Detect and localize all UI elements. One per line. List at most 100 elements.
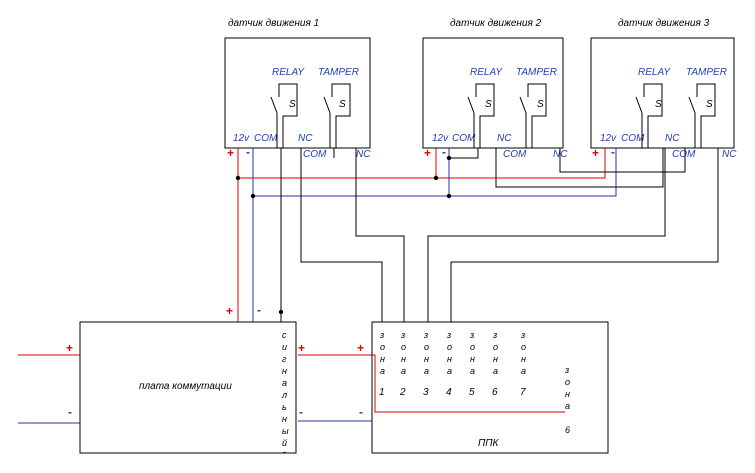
board-label: плата коммутации — [139, 381, 232, 392]
tamper-contact — [323, 83, 351, 148]
motion-sensor-2: датчик движения 2 RELAY TAMPER S S 12v C… — [422, 18, 568, 160]
zone-number: 5 — [469, 387, 475, 398]
junction-dot — [235, 175, 241, 181]
zone-letter: н — [380, 354, 385, 364]
zone-letter: н — [565, 389, 570, 399]
signal-letter: г — [282, 354, 287, 364]
tamper-wire — [355, 148, 405, 322]
relay-com-label: COM — [452, 133, 476, 144]
tamper-nc-label: NC — [722, 149, 737, 160]
zone-letter: о — [565, 377, 570, 387]
zone-letter: н — [493, 354, 498, 364]
signal-letter: н — [282, 366, 287, 376]
zone-letter: з — [492, 330, 497, 340]
zone-number: 2 — [399, 387, 406, 398]
tamper-wire — [427, 148, 666, 322]
zone-6-side: з о н а 6 — [564, 365, 570, 435]
zone-letter: а — [401, 366, 406, 376]
signal-letter: ь — [282, 402, 287, 412]
control-panel-ppk: ППК + - з о н а 1 з о н а 2 з о н а 3 з … — [357, 321, 609, 454]
tamper-label: TAMPER — [516, 67, 557, 78]
relay-nc-label: NC — [497, 133, 512, 144]
junction-dot — [278, 309, 284, 315]
junction-dot — [446, 193, 452, 199]
minus-sign: - — [442, 145, 446, 159]
zone-letter: з — [520, 330, 525, 340]
plus-sign: + — [227, 146, 234, 160]
relay-com-label: COM — [254, 133, 278, 144]
zone-number: 7 — [520, 387, 526, 398]
power-wiring — [18, 148, 617, 424]
zone-letter: з — [400, 330, 405, 340]
signal-letter: и — [282, 342, 287, 352]
tamper-wire — [450, 148, 719, 322]
signal-letter: ы — [282, 426, 289, 436]
zone-letter: з — [564, 365, 569, 375]
relay-switch-label: S — [655, 99, 662, 110]
tamper-com-label: COM — [672, 149, 696, 160]
signal-letter: л — [281, 390, 287, 400]
signal-wiring — [280, 148, 719, 322]
zone-letter: о — [521, 342, 526, 352]
tamper-contact — [519, 83, 547, 148]
top-plus-sign: + — [226, 304, 233, 318]
tamper-nc-label: NC — [356, 149, 371, 160]
zone-letter: н — [447, 354, 452, 364]
relay-switch-label: S — [289, 99, 296, 110]
zone-letter: з — [423, 330, 428, 340]
switching-board: плата коммутации с и г н а л ь н ы й - +… — [66, 303, 305, 457]
zone-number: 6 — [565, 425, 570, 435]
minus-wire — [253, 148, 617, 197]
signal-wire — [495, 148, 664, 188]
junction-dot — [433, 175, 439, 181]
zone-letter: а — [447, 366, 452, 376]
zone-letter: а — [424, 366, 429, 376]
signal-label: с и г н а л ь н ы й - — [281, 330, 289, 457]
zone-letter: о — [380, 342, 385, 352]
power-12v-label: 12v — [233, 133, 250, 144]
zone-letter: н — [401, 354, 406, 364]
zone-number: 1 — [379, 387, 385, 398]
signal-letter: н — [282, 414, 287, 424]
tamper-wire — [300, 148, 383, 322]
motion-sensor-1: датчик движения 1 RELAY TAMPER S S 12v C… — [224, 18, 371, 160]
input-minus-sign: - — [68, 405, 72, 419]
relay-contact — [270, 83, 298, 148]
signal-wire — [449, 148, 479, 159]
sensor-box — [422, 37, 564, 149]
zone-letter: о — [401, 342, 406, 352]
tamper-label: TAMPER — [318, 67, 359, 78]
junction-dots — [235, 155, 452, 315]
zone-letter: о — [447, 342, 452, 352]
relay-label: RELAY — [638, 67, 671, 78]
ppk-label: ППК — [478, 438, 499, 449]
tamper-contact — [688, 83, 716, 148]
zone-letter: а — [493, 366, 498, 376]
minus-sign: - — [246, 145, 250, 159]
zone-letter: а — [521, 366, 526, 376]
zone-letter: н — [424, 354, 429, 364]
input-plus-sign: + — [66, 341, 73, 355]
zone-letter: н — [521, 354, 526, 364]
zone-letter: о — [470, 342, 475, 352]
zone-letter: а — [565, 401, 570, 411]
sensor-title: датчик движения 3 — [618, 18, 710, 29]
zone-letter: з — [446, 330, 451, 340]
relay-label: RELAY — [470, 67, 503, 78]
top-minus-sign: - — [257, 303, 261, 317]
power-12v-label: 12v — [600, 133, 617, 144]
minus-sign: - — [611, 145, 615, 159]
plus-sign: + — [424, 146, 431, 160]
zone-3: з о н а 3 — [423, 330, 429, 398]
zone-number: 6 — [492, 387, 498, 398]
tamper-switch-label: S — [339, 99, 346, 110]
relay-label: RELAY — [272, 67, 305, 78]
zone-letter: о — [493, 342, 498, 352]
plus-wire — [238, 148, 606, 179]
relay-contact — [467, 83, 495, 148]
junction-dot — [446, 155, 452, 161]
sensor-title: датчик движения 1 — [228, 18, 319, 29]
ppk-plus-sign: + — [357, 341, 364, 355]
ppk-box — [371, 321, 609, 454]
